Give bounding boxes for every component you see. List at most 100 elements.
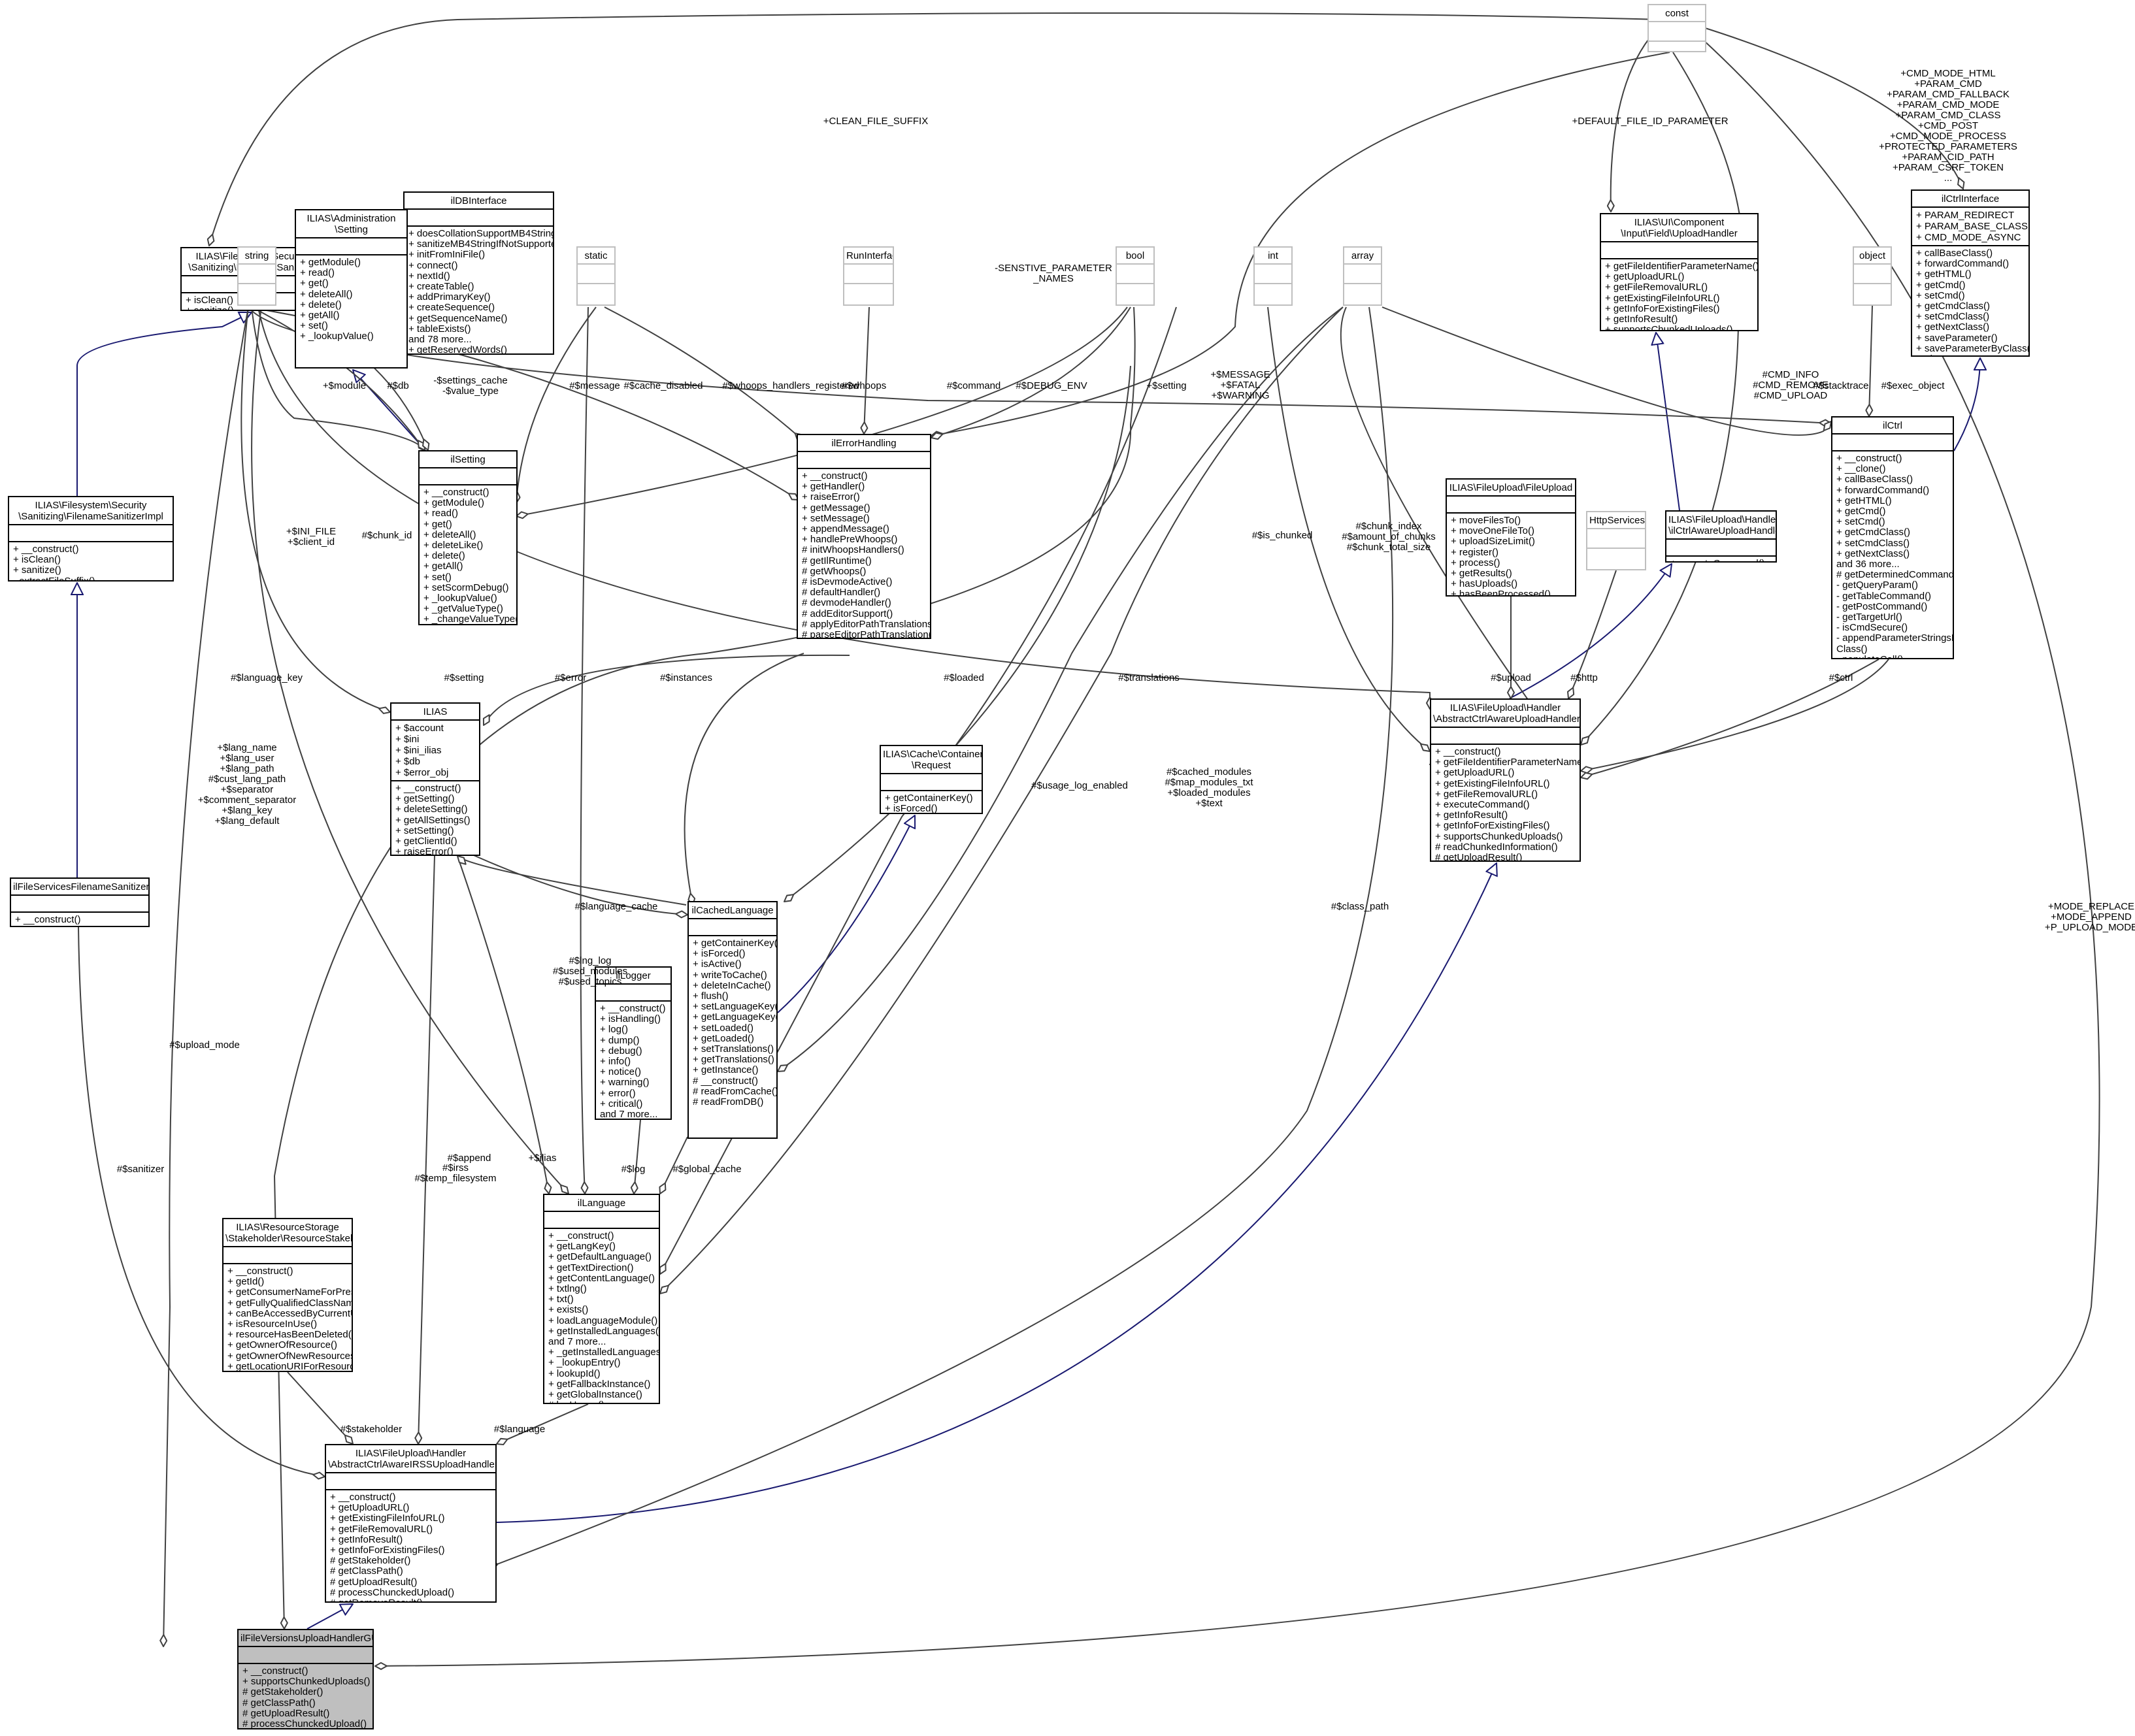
class-node-ilsetting[interactable]: ilSetting+ __construct()+ getModule()+ r… xyxy=(418,450,518,625)
edge-label-line: #$chunk_id xyxy=(361,530,412,541)
class-method: + __construct() xyxy=(395,783,461,794)
class-node-ctrlaware-handler[interactable]: ILIAS\FileUpload\Handler\ilCtrlAwareUplo… xyxy=(1665,510,1777,563)
class-node-static[interactable]: static xyxy=(576,246,616,306)
class-method: + getInfoResult() xyxy=(1435,810,1508,821)
class-method: and 7 more... xyxy=(600,1109,658,1120)
usage-edge xyxy=(375,39,2100,1666)
class-node-illogger[interactable]: ilLogger+ __construct()+ isHandling()+ l… xyxy=(595,966,672,1120)
usage-edge xyxy=(78,926,325,1477)
usage-edge xyxy=(457,856,687,906)
class-methods: + __construct()+ getLangKey()+ getDefaul… xyxy=(544,1229,660,1403)
edge-label-line: +CMD_MODE_PROCESS xyxy=(1890,131,2006,142)
class-node-cache-request[interactable]: ILIAS\Cache\Container\Request+ getContai… xyxy=(880,745,983,814)
edge-label-line: +CLEAN_FILE_SUFFIX xyxy=(823,116,929,127)
class-methods: + isClean()+ sanitize() xyxy=(182,293,322,310)
class-node-string[interactable]: string xyxy=(237,246,276,306)
class-method: + _getInstalledLanguages() xyxy=(548,1347,660,1358)
class-method: - getTargetUrl() xyxy=(1836,612,1902,623)
class-method: + getFullyQualifiedClassName() xyxy=(227,1297,353,1309)
edge-label-language-key: #$language_key xyxy=(231,673,303,683)
class-node-runinterface[interactable]: RunInterface xyxy=(843,246,894,306)
class-method: + setMessage() xyxy=(802,512,870,524)
class-node-ilctrl[interactable]: ilCtrl+ __construct()+ __clone()+ callBa… xyxy=(1831,416,1954,659)
class-node-object[interactable]: object xyxy=(1853,246,1892,306)
class-method: + getFileRemovalURL() xyxy=(1435,788,1538,800)
edge-label-class-path: #$class_path xyxy=(1331,902,1389,912)
class-method: + get() xyxy=(300,278,329,289)
class-method: + getModule() xyxy=(423,497,484,509)
class-method: # getDeterminedCommand() xyxy=(1836,569,1954,581)
class-node-irss-handler[interactable]: ILIAS\FileUpload\Handler\AbstractCtrlAwa… xyxy=(325,1444,497,1603)
usage-edge xyxy=(1340,306,1557,764)
class-method: + loadLanguageModule() xyxy=(548,1315,658,1326)
class-method: + hasUploads() xyxy=(1451,578,1518,590)
class-node-admin-setting[interactable]: ILIAS\Administration\Setting+ getModule(… xyxy=(295,209,408,368)
edge-label-line: #$amount_of_chunks xyxy=(1342,531,1436,542)
class-node-ilctrlinterface[interactable]: ilCtrlInterface+ PARAM_REDIRECT+ PARAM_B… xyxy=(1911,189,2030,357)
usage-edge xyxy=(516,306,597,503)
class-methods: + getFileIdentifierParameterName()+ getU… xyxy=(1601,259,1757,330)
class-title-line: string xyxy=(244,250,269,261)
class-method: + getSequenceName() xyxy=(408,312,508,324)
class-method: + flush() xyxy=(693,991,729,1002)
edge-label-line: #$stakeholder xyxy=(340,1424,403,1435)
class-node-illanguage[interactable]: ilLanguage+ __construct()+ getLangKey()+… xyxy=(543,1194,660,1404)
class-method: + getUploadURL() xyxy=(1435,767,1515,779)
class-method: # devmodeHandler() xyxy=(802,597,891,609)
class-attribute: + $error_obj xyxy=(395,767,449,778)
class-method: + createSequence() xyxy=(408,302,495,314)
class-node-bool[interactable]: bool xyxy=(1116,246,1155,306)
class-node-abstract-ctrl-handler[interactable]: ILIAS\FileUpload\Handler\AbstractCtrlAwa… xyxy=(1430,698,1581,862)
edge-label-stacktrace: #$stacktrace xyxy=(1813,381,1868,391)
class-title-line: \AbstractCtrlAwareUploadHandler xyxy=(1433,713,1580,725)
class-node-httpservices[interactable]: HttpServices xyxy=(1586,511,1646,570)
class-node-fileupload[interactable]: ILIAS\FileUpload\FileUpload+ moveFilesTo… xyxy=(1446,478,1576,597)
class-node-int[interactable]: int xyxy=(1253,246,1293,306)
class-method: # initWhoopsHandlers() xyxy=(802,544,904,556)
class-node-services-sanitizer[interactable]: ilFileServicesFilenameSanitizer+ __const… xyxy=(10,877,150,927)
class-method: + resourceHasBeenDeleted() xyxy=(227,1329,353,1341)
class-method: + setLanguageKey() xyxy=(693,1001,778,1013)
edge-label-irss-temp: #$irss#$temp_filesystem xyxy=(414,1163,496,1184)
class-method: + getReservedWords() xyxy=(408,344,508,355)
class-attributes xyxy=(1255,265,1291,284)
class-method: + isForced() xyxy=(693,948,746,960)
class-method: + getTranslations() xyxy=(693,1054,774,1066)
class-method: - extractFileSuffix() xyxy=(13,575,95,581)
class-method: + __construct() xyxy=(600,1003,666,1014)
class-node-ui-uploadhandler[interactable]: ILIAS\UI\Component\Input\Field\UploadHan… xyxy=(1600,213,1759,331)
class-node-const[interactable]: const xyxy=(1647,4,1706,52)
edge-label-settings-cache: -$settings_cache-$value_type xyxy=(433,376,507,397)
edge-label-line: +$loaded_modules xyxy=(1167,787,1251,798)
edge-label-line: +$ilias xyxy=(528,1153,557,1164)
class-attributes xyxy=(9,525,173,542)
class-node-sanitizer-impl[interactable]: ILIAS\Filesystem\Security\Sanitizing\Fil… xyxy=(8,496,174,581)
class-method: and 36 more... xyxy=(1836,559,1900,570)
usage-edge xyxy=(1611,25,1661,212)
class-node-ilerrorhandling[interactable]: ilErrorHandling+ __construct()+ getHandl… xyxy=(797,434,931,639)
edge-label-line: #$upload xyxy=(1491,672,1531,683)
edge-label-http: #$http xyxy=(1570,673,1598,683)
class-node-ilias[interactable]: ILIAS+ $account+ $ini+ $ini_ilias+ $db+ … xyxy=(390,702,480,856)
class-attributes: + PARAM_REDIRECT+ PARAM_BASE_CLASS+ CMD_… xyxy=(1912,208,2028,246)
class-attributes xyxy=(1344,265,1381,284)
edge-label-cmd-info: #CMD_INFO#CMD_REMOVE#CMD_UPLOAD xyxy=(1753,370,1829,401)
edge-label-line: ... xyxy=(1944,172,1953,184)
class-node-focus-gui[interactable]: ilFileVersionsUploadHandlerGUI+ __constr… xyxy=(237,1629,374,1729)
class-method: + isHandling() xyxy=(600,1013,661,1025)
class-title-line: const xyxy=(1665,8,1689,19)
edge-label-line: #$ctrl xyxy=(1829,672,1853,683)
class-title: int xyxy=(1255,248,1291,265)
edge-label-line: #$loaded xyxy=(944,672,984,683)
class-methods: + __construct()+ isHandling()+ log()+ du… xyxy=(596,1002,670,1120)
class-node-ilcachedlanguage[interactable]: ilCachedLanguage+ getContainerKey()+ isF… xyxy=(687,901,778,1139)
class-method: + appendMessage() xyxy=(802,523,889,535)
class-node-array[interactable]: array xyxy=(1343,246,1382,306)
edge-label-line: +CMD_POST xyxy=(1917,120,1979,131)
edge-label-chunk-index: #$chunk_index#$amount_of_chunks#$chunk_t… xyxy=(1342,521,1435,553)
edge-label-line: #$exec_object xyxy=(1881,380,1945,391)
class-node-stakeholder[interactable]: ILIAS\ResourceStorage\Stakeholder\Resour… xyxy=(222,1218,353,1372)
class-methods: + moveFilesTo()+ moveOneFileTo()+ upload… xyxy=(1447,514,1575,595)
class-node-ildbinterface[interactable]: ilDBInterface+ doesCollationSupportMB4St… xyxy=(403,191,554,355)
usage-edge xyxy=(457,855,549,1194)
